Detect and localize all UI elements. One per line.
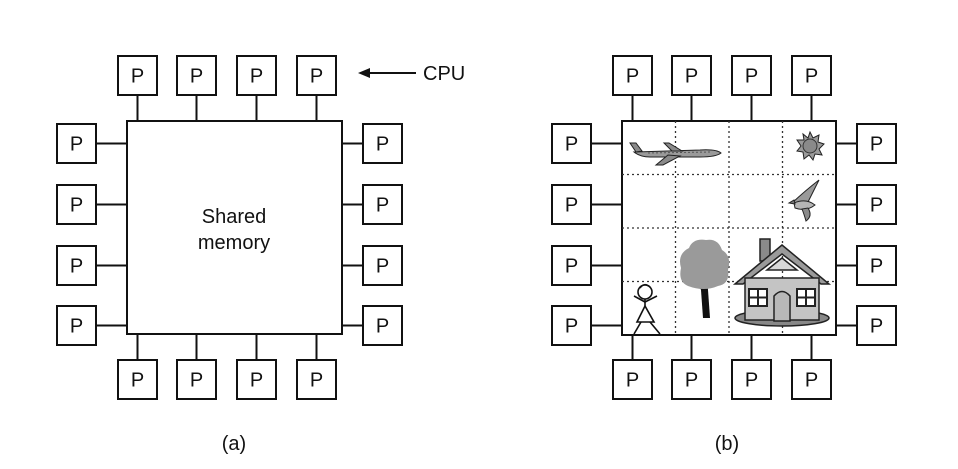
panel-a-processor-box xyxy=(56,184,97,225)
panel-a-processor-label: P xyxy=(310,370,323,392)
panel-a-processor-label: P xyxy=(190,370,203,392)
panel-a-processor-box xyxy=(176,55,217,96)
panel-b-processor-label: P xyxy=(805,66,818,88)
panel-b-processor-box xyxy=(551,123,592,164)
panel-b-processor-label: P xyxy=(870,195,883,217)
panel-b-processor-label: P xyxy=(565,316,578,338)
panel-b-processor-box xyxy=(856,245,897,286)
panel-b-processor-box xyxy=(612,359,653,400)
panel-a-processor-label: P xyxy=(131,370,144,392)
bird-icon xyxy=(787,179,820,222)
house-icon xyxy=(732,238,832,327)
shared-memory-box xyxy=(126,120,343,335)
panel-a-processor-label: P xyxy=(70,316,83,338)
panel-b-processor-label: P xyxy=(626,370,639,392)
panel-b-processor-box xyxy=(551,305,592,346)
panel-b-processor-box xyxy=(671,55,712,96)
panel-b-processor-box xyxy=(731,359,772,400)
panel-a-processor-box xyxy=(117,55,158,96)
panel-a-processor-box xyxy=(56,245,97,286)
panel-b-processor-label: P xyxy=(870,256,883,278)
panel-a-processor-box xyxy=(117,359,158,400)
processor-group-b: P P P P P P P P P P P P P P P P xyxy=(551,55,897,400)
sun-icon xyxy=(796,130,825,162)
panel-a-processor-label: P xyxy=(250,370,263,392)
panel-b-processor-box xyxy=(791,359,832,400)
processor-group-a: P P P P P P P P P P P P P P P P xyxy=(56,55,403,400)
panel-b-processor-label: P xyxy=(745,66,758,88)
panel-a-processor-label: P xyxy=(376,316,389,338)
cpu-label: CPU xyxy=(423,63,465,85)
caption-a: (a) xyxy=(222,433,246,455)
tree-icon xyxy=(680,239,730,318)
panel-a-processor-label: P xyxy=(70,256,83,278)
panel-b-processor-label: P xyxy=(565,195,578,217)
panel-a: Shared memory P P P P P P P P P P P P P P P P CPU (a) xyxy=(56,55,465,455)
panel-a-processor-box xyxy=(296,359,337,400)
panel-a-processor-box xyxy=(362,123,403,164)
panel-b-processor-box xyxy=(731,55,772,96)
panel-a-processor-label: P xyxy=(70,134,83,156)
panel-b-processor-box xyxy=(856,123,897,164)
panel-a-processor-label: P xyxy=(70,195,83,217)
panel-a-processor-label: P xyxy=(190,66,203,88)
panel-b-processor-label: P xyxy=(870,134,883,156)
panel-b-processor-box xyxy=(671,359,712,400)
panel-a-processor-label: P xyxy=(131,66,144,88)
panel-a-processor-box xyxy=(56,305,97,346)
panel-b-processor-label: P xyxy=(565,134,578,156)
shared-memory-label-line2: memory xyxy=(198,232,270,254)
panel-b-processor-label: P xyxy=(626,66,639,88)
panel-a-processor-box xyxy=(362,184,403,225)
panel-b-processor-label: P xyxy=(745,370,758,392)
panel-b-processor-label: P xyxy=(805,370,818,392)
panel-b-processor-box xyxy=(856,305,897,346)
panel-b: P P P P P P P P P P P P P P P P (b) xyxy=(551,55,897,455)
panel-a-processor-label: P xyxy=(250,66,263,88)
shared-memory-label-line1: Shared xyxy=(202,206,267,228)
panel-b-processor-label: P xyxy=(685,370,698,392)
panel-b-processor-box xyxy=(612,55,653,96)
panel-a-processor-box xyxy=(362,245,403,286)
panel-a-processor-label: P xyxy=(376,195,389,217)
panel-a-processor-box xyxy=(236,359,277,400)
panel-a-processor-box xyxy=(296,55,337,96)
panel-a-processor-label: P xyxy=(376,134,389,156)
panel-a-processor-box xyxy=(362,305,403,346)
panel-b-processor-label: P xyxy=(565,256,578,278)
caption-b: (b) xyxy=(715,433,739,455)
panel-a-processor-box xyxy=(56,123,97,164)
panel-a-processor-box xyxy=(176,359,217,400)
panel-a-processor-box xyxy=(236,55,277,96)
girl-icon xyxy=(633,283,661,335)
panel-b-processor-box xyxy=(791,55,832,96)
panel-b-processor-box xyxy=(551,184,592,225)
panel-b-processor-label: P xyxy=(870,316,883,338)
panel-b-processor-label: P xyxy=(685,66,698,88)
airplane-icon xyxy=(629,142,722,166)
cpu-arrowhead xyxy=(358,68,370,78)
panel-a-processor-label: P xyxy=(310,66,323,88)
panel-b-processor-box xyxy=(551,245,592,286)
panel-b-processor-box xyxy=(856,184,897,225)
panel-a-processor-label: P xyxy=(376,256,389,278)
